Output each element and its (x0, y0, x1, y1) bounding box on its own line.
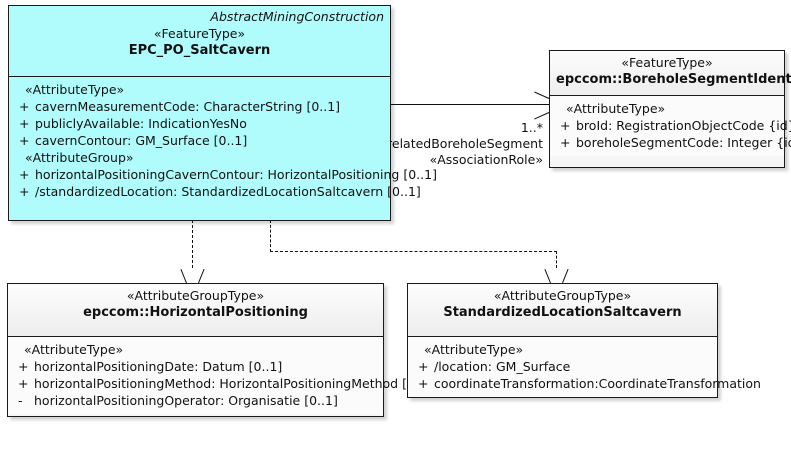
attribute-visibility: + (560, 135, 571, 150)
attribute-row: + /location: GM_Surface (412, 358, 713, 375)
attribute-text: horizontalPositioningMethod: HorizontalP… (34, 376, 436, 391)
dependency-line-standardized-location-stub (270, 220, 271, 252)
attribute-row: + cavernContour: GM_Surface [0..1] (13, 132, 386, 149)
dependency-line-standardized-location-drop (556, 251, 557, 268)
class-body-epc-po-saltcavern: «AttributeType» + cavernMeasurementCode: … (9, 77, 437, 205)
dependency-line-horizontal-positioning (192, 220, 193, 268)
class-borehole-segment-identification[interactable]: «FeatureType» epccom::BoreholeSegmentIde… (549, 50, 791, 168)
class-stereotype-horizontal-positioning: «AttributeGroupType» (126, 288, 265, 303)
class-body-horizontal-positioning: «AttributeType» + horizontalPositioningDa… (8, 337, 436, 414)
attribute-text: broId: RegistrationObjectCode {id} (576, 118, 791, 133)
class-header-borehole-segment-identification: «FeatureType» epccom::BoreholeSegmentIde… (550, 51, 791, 96)
class-epc-po-saltcavern[interactable]: AbstractMiningConstruction «FeatureType»… (8, 5, 437, 221)
attribute-text: horizontalPositioningOperator: Organisat… (34, 393, 338, 408)
attribute-visibility: + (18, 376, 29, 391)
attribute-text: horizontalPositioningDate: Datum [0..1] (34, 359, 283, 374)
class-body-borehole-segment-identification: «AttributeType» + broId: RegistrationObje… (550, 96, 791, 156)
association-stereotype-label: «AssociationRole» (429, 152, 543, 167)
dependency-line-standardized-location-horizontal (270, 251, 557, 252)
class-header-horizontal-positioning: «AttributeGroupType» epccom::HorizontalP… (8, 284, 383, 337)
attribute-row: + horizontalPositioningCavernContour: Hor… (13, 166, 437, 183)
attribute-text: cavernContour: GM_Surface [0..1] (35, 133, 248, 148)
attribute-text: publiclyAvailable: IndicationYesNo (35, 116, 247, 131)
attribute-visibility: + (19, 116, 30, 131)
class-body-standardized-location-saltcavern: «AttributeType» + /location: GM_Surface +… (408, 337, 761, 397)
class-standardized-location-saltcavern[interactable]: «AttributeGroupType» StandardizedLocatio… (407, 283, 761, 398)
compartment-stereotype-attributetype: «AttributeType» (24, 342, 124, 357)
class-stereotype-standardized-location-saltcavern: «AttributeGroupType» (493, 288, 632, 303)
attribute-text: /location: GM_Surface (434, 359, 571, 374)
attribute-visibility: + (560, 118, 571, 133)
compartment-stereotype-attributetype: «AttributeType» (424, 342, 524, 357)
compartment-stereotype-attributegroup: «AttributeGroup» (25, 150, 134, 165)
attribute-text: boreholeSegmentCode: Integer {id} (576, 135, 791, 150)
attribute-text: /standardizedLocation: StandardizedLocat… (35, 184, 421, 199)
class-name-horizontal-positioning: epccom::HorizontalPositioning (83, 305, 308, 320)
class-name-borehole-segment-identification: epccom::BoreholeSegmentIdentification (556, 72, 791, 87)
attribute-visibility: + (19, 133, 30, 148)
association-role-label: +relatedBoreholeSegment (376, 136, 543, 151)
association-line-borehole-segment (390, 104, 549, 106)
class-stereotype-epc-po-saltcavern: «FeatureType» (153, 26, 246, 41)
class-stereotype-borehole-segment-identification: «FeatureType» (621, 55, 713, 70)
attribute-row: + coordinateTransformation:CoordinateTran… (412, 375, 761, 392)
attribute-visibility: - (18, 393, 23, 408)
attribute-row: + publiclyAvailable: IndicationYesNo (13, 115, 386, 132)
attribute-row: + boreholeSegmentCode: Integer {id} (554, 134, 791, 151)
package-label-abstract-mining-construction: AbstractMiningConstruction (210, 9, 384, 24)
attribute-visibility: + (19, 99, 30, 114)
class-name-standardized-location-saltcavern: StandardizedLocationSaltcavern (443, 305, 682, 320)
attribute-row: -horizontalPositioningOperator: Organisa… (12, 392, 379, 409)
association-multiplicity: 1..* (520, 120, 543, 135)
attribute-visibility: + (418, 359, 429, 374)
attribute-row: +horizontalPositioningMethod: Horizontal… (12, 375, 436, 392)
attribute-row: + /standardizedLocation: StandardizedLoca… (13, 183, 421, 200)
compartment-stereotype-attributetype: «AttributeType» (25, 82, 125, 97)
attribute-row: + broId: RegistrationObjectCode {id} (554, 117, 791, 134)
attribute-text: horizontalPositioningCavernContour: Hori… (35, 167, 437, 182)
class-name-epc-po-saltcavern: EPC_PO_SaltCavern (128, 43, 271, 58)
class-header-standardized-location-saltcavern: «AttributeGroupType» StandardizedLocatio… (408, 284, 717, 337)
attribute-visibility: + (19, 184, 30, 199)
class-header-epc-po-saltcavern: AbstractMiningConstruction «FeatureType»… (9, 6, 390, 77)
class-horizontal-positioning[interactable]: «AttributeGroupType» epccom::HorizontalP… (7, 283, 436, 417)
attribute-row: + cavernMeasurementCode: CharacterString … (13, 98, 386, 115)
attribute-row: + horizontalPositioningDate: Datum [0..1] (12, 358, 379, 375)
attribute-text: cavernMeasurementCode: CharacterString [… (35, 99, 341, 114)
attribute-visibility: + (18, 359, 29, 374)
attribute-text: coordinateTransformation:CoordinateTrans… (434, 376, 761, 391)
compartment-stereotype-attributetype: «AttributeType» (566, 101, 666, 116)
attribute-visibility: + (19, 167, 30, 182)
attribute-visibility: + (418, 376, 429, 391)
